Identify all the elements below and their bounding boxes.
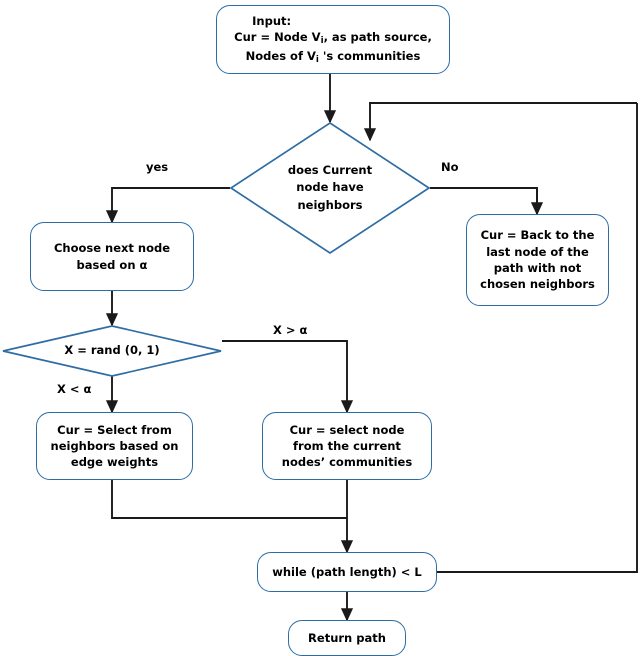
select-community-line-1: Cur = select node bbox=[289, 422, 405, 437]
return-path-line-1: Return path bbox=[308, 630, 386, 645]
node-input[interactable]: Input: Cur = Node Vi, as path source, No… bbox=[216, 5, 450, 74]
node-select-community[interactable]: Cur = select node from the current nodes… bbox=[262, 412, 432, 480]
edge-while-loop-back bbox=[437, 103, 638, 573]
while-loop-line-1: while (path length) < L bbox=[272, 564, 422, 579]
edge-outer-loop-return bbox=[363, 102, 637, 142]
node-back-to-last-text: Cur = Back to the last node of the path … bbox=[474, 227, 601, 292]
node-select-edge-weights[interactable]: Cur = Select from neighbors based on edg… bbox=[36, 412, 193, 480]
node-return-path-text: Return path bbox=[302, 630, 392, 646]
edge-select-edge-weights-to-while bbox=[111, 480, 347, 519]
node-input-line-3: Nodes of Vi 's communities bbox=[245, 48, 421, 65]
subscript-i: i bbox=[320, 36, 324, 47]
node-select-edge-weights-text: Cur = Select from neighbors based on edg… bbox=[45, 422, 185, 471]
subscript-i-2: i bbox=[315, 54, 319, 65]
back-to-last-line-3: path with not bbox=[493, 261, 582, 275]
node-choose-next[interactable]: Choose next node based on α bbox=[30, 222, 194, 291]
node-choose-next-text: Choose next node based on α bbox=[48, 240, 176, 273]
select-community-line-2: from the current bbox=[293, 438, 401, 453]
select-edge-weights-line-3: edge weights bbox=[70, 455, 159, 470]
node-back-to-last[interactable]: Cur = Back to the last node of the path … bbox=[466, 214, 609, 306]
node-rand[interactable]: X = rand (0, 1) bbox=[2, 325, 222, 377]
node-input-text: Input: Cur = Node Vi, as path source, No… bbox=[228, 13, 438, 66]
edge-label-no: No bbox=[441, 160, 459, 174]
node-while-loop-text: while (path length) < L bbox=[266, 564, 428, 580]
choose-next-line-2: based on α bbox=[76, 257, 148, 272]
edge-label-x-gt-alpha: X > α bbox=[273, 323, 308, 337]
diamond-shape-rand bbox=[2, 325, 222, 377]
node-has-neighbors[interactable]: does Current node have neighbors bbox=[229, 121, 431, 255]
edge-label-yes: yes bbox=[146, 160, 169, 174]
back-to-last-line-1: Cur = Back to the bbox=[480, 228, 595, 243]
select-community-line-3: nodes’ communities bbox=[281, 455, 413, 470]
edge-label-x-lt-alpha: X < α bbox=[57, 382, 92, 396]
select-edge-weights-line-2: neighbors based on bbox=[50, 438, 179, 453]
node-return-path[interactable]: Return path bbox=[288, 620, 406, 656]
edge-no-to-back-to-last bbox=[430, 187, 544, 216]
choose-next-line-1: Choose next node bbox=[53, 241, 171, 256]
back-to-last-line-4: chosen neighbors bbox=[480, 277, 595, 292]
diamond-shape-has-neighbors bbox=[229, 121, 431, 255]
node-while-loop[interactable]: while (path length) < L bbox=[257, 552, 437, 592]
edge-yes-to-choose-next bbox=[105, 187, 230, 224]
node-select-community-text: Cur = select node from the current nodes… bbox=[276, 422, 418, 471]
node-input-line-2: Cur = Node Vi, as path source, bbox=[234, 30, 432, 47]
select-edge-weights-line-1: Cur = Select from bbox=[57, 422, 172, 437]
node-input-line-1: Input: bbox=[252, 13, 292, 28]
edge-x-gt-alpha bbox=[222, 340, 354, 414]
back-to-last-line-2: last node of the bbox=[486, 244, 589, 259]
